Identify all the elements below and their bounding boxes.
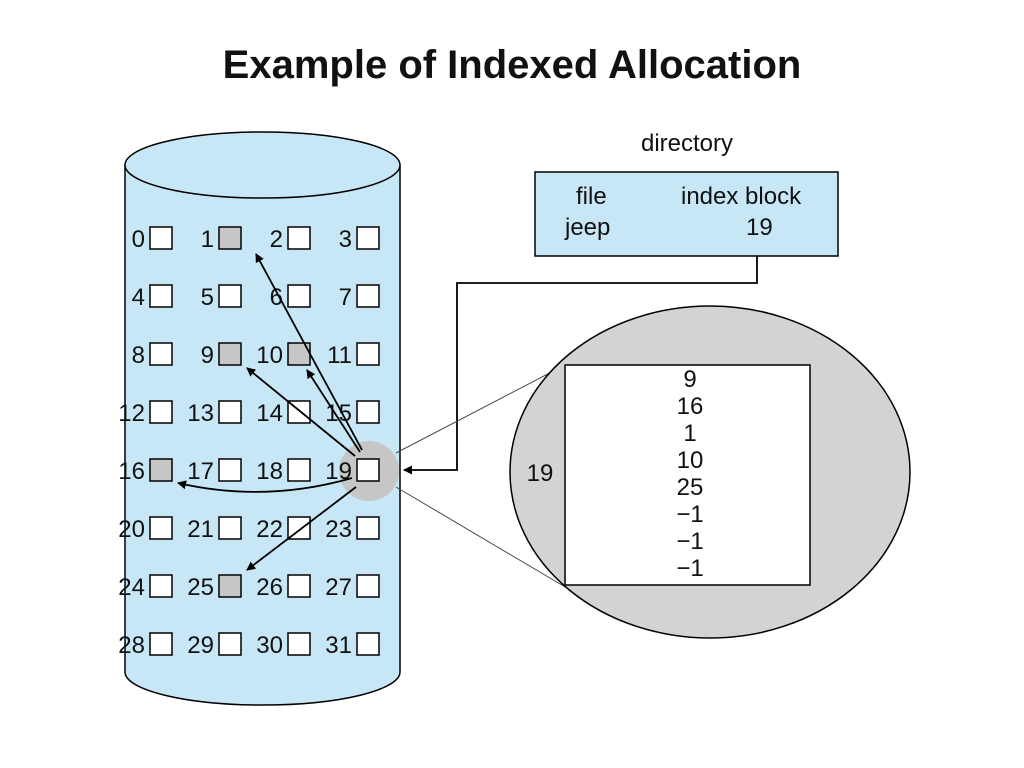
disk-block-number-20: 20 bbox=[118, 516, 145, 543]
index-entry-1: 16 bbox=[677, 393, 704, 420]
disk-block-cell-28 bbox=[149, 632, 173, 656]
index-entry-2: 1 bbox=[683, 420, 696, 447]
disk-block-cell-16 bbox=[149, 458, 173, 482]
disk-block-cell-29 bbox=[218, 632, 242, 656]
disk-block-number-24: 24 bbox=[118, 574, 145, 601]
directory-col-file: file bbox=[576, 183, 607, 210]
disk-block-number-5: 5 bbox=[201, 284, 214, 311]
disk-block-number-26: 26 bbox=[256, 574, 283, 601]
directory-index-value: 19 bbox=[746, 214, 773, 241]
disk-block-cell-6 bbox=[287, 284, 311, 308]
disk-block-number-21: 21 bbox=[187, 516, 214, 543]
disk-block-number-25: 25 bbox=[187, 574, 214, 601]
disk-block-cell-27 bbox=[356, 574, 380, 598]
disk-block-cell-19 bbox=[356, 458, 380, 482]
magnifier-guide-line-bottom bbox=[395, 486, 578, 595]
disk-block-number-11: 11 bbox=[327, 342, 352, 369]
disk-block-number-28: 28 bbox=[118, 632, 145, 659]
disk-block-number-7: 7 bbox=[339, 284, 352, 311]
index-block-contents-box bbox=[564, 364, 811, 586]
magnifier-block-label: 19 bbox=[527, 460, 554, 487]
disk-block-cell-7 bbox=[356, 284, 380, 308]
disk-block-cell-26 bbox=[287, 574, 311, 598]
disk-block-cell-24 bbox=[149, 574, 173, 598]
disk-block-cell-30 bbox=[287, 632, 311, 656]
disk-block-cell-3 bbox=[356, 226, 380, 250]
cylinder-top bbox=[124, 131, 401, 199]
disk-block-number-10: 10 bbox=[256, 342, 283, 369]
disk-block-cell-0 bbox=[149, 226, 173, 250]
disk-block-number-14: 14 bbox=[256, 400, 283, 427]
disk-block-cell-4 bbox=[149, 284, 173, 308]
disk-block-cell-11 bbox=[356, 342, 380, 366]
directory-file-name: jeep bbox=[564, 214, 610, 241]
disk-block-cell-1 bbox=[218, 226, 242, 250]
disk-block-cell-18 bbox=[287, 458, 311, 482]
directory-label: directory bbox=[641, 130, 733, 157]
index-entry-0: 9 bbox=[683, 366, 696, 393]
disk-block-number-12: 12 bbox=[118, 400, 145, 427]
disk-block-cell-20 bbox=[149, 516, 173, 540]
disk-block-cell-12 bbox=[149, 400, 173, 424]
disk-block-cell-31 bbox=[356, 632, 380, 656]
disk-block-number-16: 16 bbox=[118, 458, 145, 485]
disk-block-number-13: 13 bbox=[187, 400, 214, 427]
disk-block-number-0: 0 bbox=[132, 226, 145, 253]
disk-block-cell-23 bbox=[356, 516, 380, 540]
disk-block-number-2: 2 bbox=[270, 226, 283, 253]
disk-block-cell-9 bbox=[218, 342, 242, 366]
disk-block-number-30: 30 bbox=[256, 632, 283, 659]
page-title: Example of Indexed Allocation bbox=[223, 43, 802, 87]
disk-block-cell-21 bbox=[218, 516, 242, 540]
cylinder-body bbox=[124, 165, 401, 706]
arrow-to-block-25 bbox=[246, 486, 357, 571]
disk-block-number-3: 3 bbox=[339, 226, 352, 253]
disk-block-cell-15 bbox=[356, 400, 380, 424]
disk-cylinder bbox=[124, 131, 401, 706]
disk-block-number-31: 31 bbox=[325, 632, 352, 659]
magnifier-guide-line-top bbox=[395, 364, 566, 454]
directory-col-index-block: index block bbox=[681, 183, 802, 210]
directory-pointer-line bbox=[403, 256, 758, 475]
disk-block-number-29: 29 bbox=[187, 632, 214, 659]
disk-block-cell-5 bbox=[218, 284, 242, 308]
disk-block-number-22: 22 bbox=[256, 516, 283, 543]
disk-block-cell-25 bbox=[218, 574, 242, 598]
disk-block-number-23: 23 bbox=[325, 516, 352, 543]
arrow-to-block-9 bbox=[246, 367, 356, 457]
directory-table: directory file index block jeep 19 bbox=[534, 130, 839, 257]
disk-block-number-1: 1 bbox=[201, 226, 214, 253]
disk-block-number-27: 27 bbox=[325, 574, 352, 601]
disk-block-number-17: 17 bbox=[187, 458, 214, 485]
disk-block-number-9: 9 bbox=[201, 342, 214, 369]
disk-block-cell-17 bbox=[218, 458, 242, 482]
disk-block-number-6: 6 bbox=[270, 284, 283, 311]
index-entry-3: 10 bbox=[677, 447, 704, 474]
disk-block-cell-2 bbox=[287, 226, 311, 250]
arrow-to-block-1 bbox=[255, 253, 363, 451]
disk-block-cell-13 bbox=[218, 400, 242, 424]
disk-block-number-19: 19 bbox=[325, 458, 352, 485]
disk-block-number-8: 8 bbox=[132, 342, 145, 369]
directory-box bbox=[534, 171, 839, 257]
arrow-to-block-10 bbox=[306, 369, 361, 453]
arrow-to-block-16 bbox=[177, 477, 353, 493]
index-entry-5: −1 bbox=[676, 501, 703, 528]
disk-block-cell-8 bbox=[149, 342, 173, 366]
index-entry-6: −1 bbox=[676, 528, 703, 555]
allocation-arrows bbox=[177, 253, 363, 571]
disk-block-number-4: 4 bbox=[132, 284, 145, 311]
index-entry-7: −1 bbox=[676, 555, 703, 582]
index-entry-4: 25 bbox=[677, 474, 704, 501]
disk-block-number-18: 18 bbox=[256, 458, 283, 485]
